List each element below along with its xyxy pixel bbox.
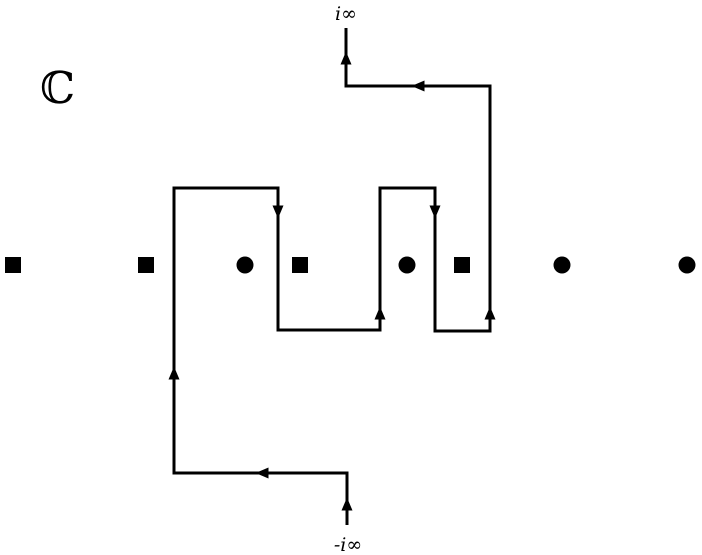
dot-pole-icon — [553, 256, 571, 274]
top-infinity-label: i∞ — [335, 3, 357, 25]
direction-arrows — [168, 51, 496, 511]
square-pole-markers — [5, 257, 470, 273]
dot-pole-markers — [236, 256, 696, 274]
bottom-infinity-label: -i∞ — [334, 534, 362, 555]
square-pole-icon — [454, 257, 470, 273]
dot-pole-icon — [236, 256, 254, 274]
arrow-down-icon — [429, 205, 441, 219]
dot-pole-icon — [678, 256, 696, 274]
arrow-down-icon — [272, 205, 284, 219]
square-pole-icon — [292, 257, 308, 273]
complex-plane-label: ℂ — [40, 63, 75, 114]
arrow-left-icon — [255, 467, 269, 479]
arrow-left-icon — [411, 80, 425, 92]
arrow-up-icon — [341, 497, 353, 511]
arrow-up-icon — [168, 366, 180, 380]
arrow-up-icon — [484, 306, 496, 320]
square-pole-icon — [138, 257, 154, 273]
arrow-up-icon — [340, 51, 352, 65]
arrow-up-icon — [374, 306, 386, 320]
square-pole-icon — [5, 257, 21, 273]
dot-pole-icon — [398, 256, 416, 274]
integration-contour — [172, 28, 492, 525]
